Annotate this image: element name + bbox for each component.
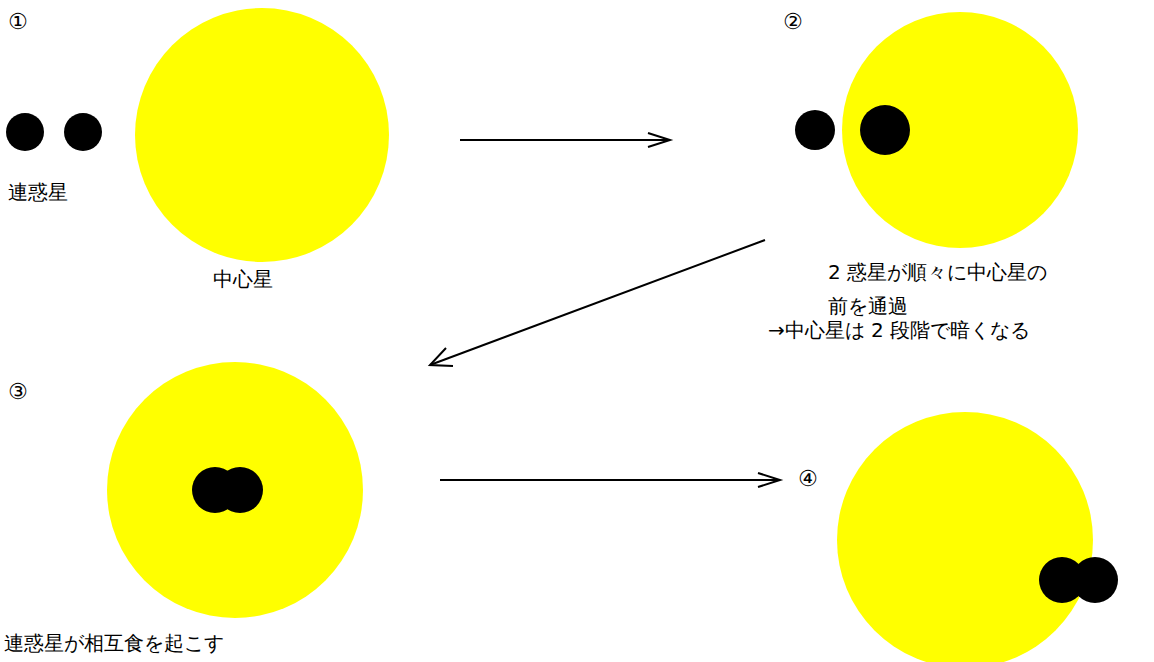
- arrow: [430, 240, 765, 365]
- arrow: [440, 479, 780, 481]
- planet: [1072, 557, 1118, 603]
- step-arrows: [430, 133, 780, 487]
- central-star: [135, 8, 389, 262]
- step-number: ④: [798, 460, 818, 497]
- panel-2: [795, 12, 1078, 248]
- planet: [217, 467, 263, 513]
- note: 連惑星が相互食を起こす: [4, 626, 224, 660]
- arrow-head: [648, 133, 670, 147]
- arrow-head: [430, 348, 453, 366]
- planet: [860, 105, 910, 155]
- central-star: [107, 362, 363, 618]
- arrow-head: [758, 473, 780, 487]
- note: 2 惑星が順々に中心星の 前を通過: [828, 255, 1088, 323]
- planet: [64, 113, 102, 151]
- object-label: 中心星: [213, 262, 273, 296]
- central-star: [842, 12, 1078, 248]
- panel-1: [6, 8, 389, 262]
- step-number: ②: [783, 3, 803, 40]
- object-label: 連惑星: [8, 175, 68, 209]
- planet: [795, 110, 835, 150]
- arrow: [460, 139, 670, 141]
- step-number: ③: [8, 373, 28, 410]
- note: →中心星は 2 段階で暗くなる: [768, 313, 1030, 347]
- central-star: [837, 412, 1093, 662]
- panel-3: [107, 362, 363, 618]
- planet: [6, 113, 44, 151]
- step-number: ①: [8, 3, 28, 40]
- panel-4: [837, 412, 1118, 662]
